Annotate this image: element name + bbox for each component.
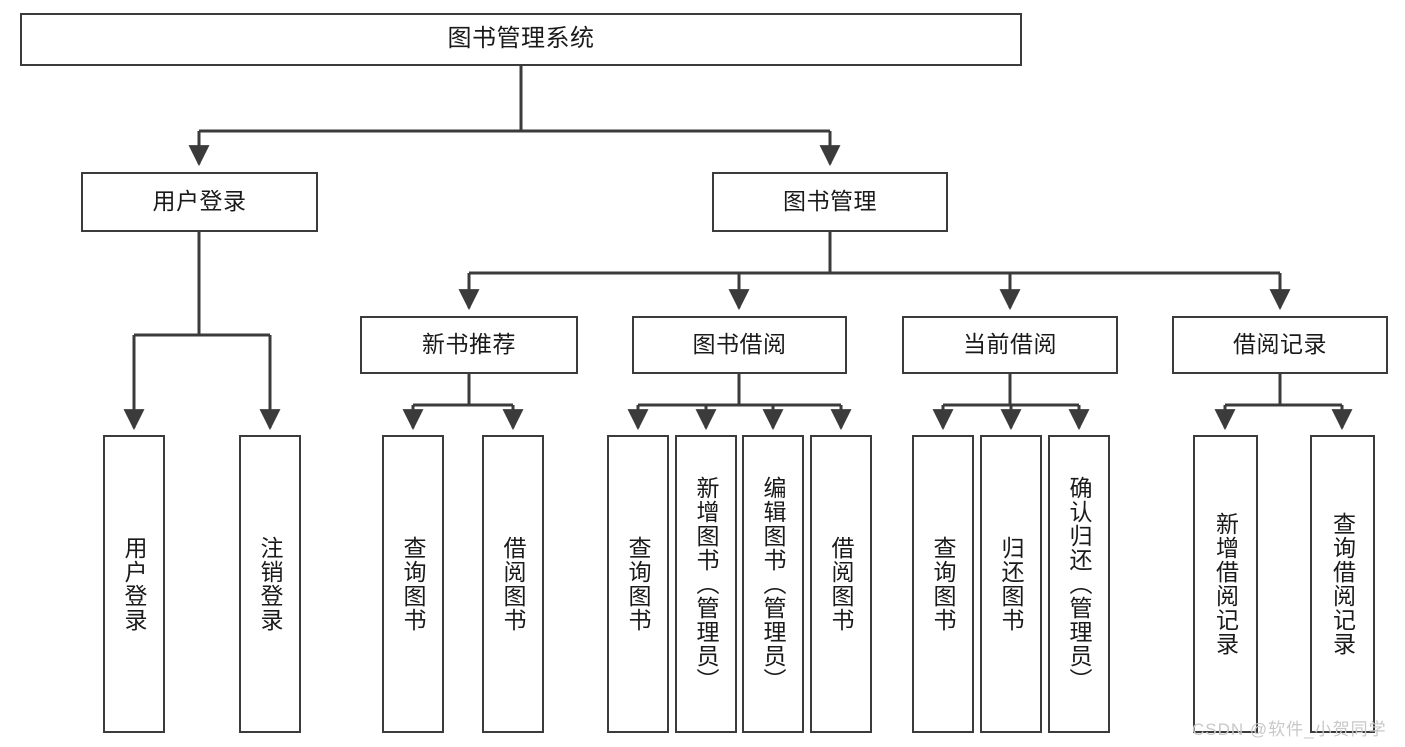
node-user-login[interactable]: 用户登录 [81, 172, 318, 232]
node-label: 归还图书 [998, 536, 1025, 632]
node-label: 用户登录 [121, 536, 148, 632]
node-label: 新书推荐 [422, 331, 516, 358]
node-label: 查询图书 [930, 536, 957, 632]
node-new-book-recommend[interactable]: 新书推荐 [360, 316, 578, 374]
leaf-borrow-query-book[interactable]: 查询图书 [607, 435, 669, 733]
leaf-user-login-login[interactable]: 用户登录 [103, 435, 165, 733]
node-root-system[interactable]: 图书管理系统 [20, 13, 1022, 66]
node-label: 新增图书（管理员） [693, 476, 720, 692]
leaf-current-query-book[interactable]: 查询图书 [912, 435, 974, 733]
leaf-current-return-book[interactable]: 归还图书 [980, 435, 1042, 733]
node-book-management[interactable]: 图书管理 [712, 172, 948, 232]
node-label: 图书管理系统 [447, 25, 595, 53]
node-borrow-record[interactable]: 借阅记录 [1172, 316, 1388, 374]
node-label: 查询图书 [625, 536, 652, 632]
leaf-borrow-borrow-book[interactable]: 借阅图书 [810, 435, 872, 733]
node-label: 确认归还（管理员） [1066, 476, 1093, 692]
leaf-borrow-edit-book-admin[interactable]: 编辑图书（管理员） [742, 435, 804, 733]
leaf-current-confirm-return-admin[interactable]: 确认归还（管理员） [1048, 435, 1110, 733]
node-label: 查询借阅记录 [1329, 512, 1356, 656]
node-current-borrow[interactable]: 当前借阅 [902, 316, 1118, 374]
leaf-record-query-record[interactable]: 查询借阅记录 [1310, 435, 1375, 733]
node-label: 注销登录 [257, 536, 284, 632]
node-book-borrow[interactable]: 图书借阅 [632, 316, 847, 374]
node-label: 借阅图书 [500, 536, 527, 632]
node-label: 图书管理 [783, 188, 877, 215]
leaf-borrow-add-book-admin[interactable]: 新增图书（管理员） [675, 435, 737, 733]
node-label: 新增借阅记录 [1212, 512, 1239, 656]
node-label: 编辑图书（管理员） [760, 476, 787, 692]
node-label: 用户登录 [152, 188, 247, 215]
csdn-watermark: CSDN @软件_小贺同学 [1192, 720, 1387, 739]
node-label: 借阅图书 [828, 536, 855, 632]
node-label: 当前借阅 [963, 331, 1057, 358]
node-label: 图书借阅 [692, 331, 787, 358]
leaf-record-add-record[interactable]: 新增借阅记录 [1193, 435, 1258, 733]
leaf-new-book-query[interactable]: 查询图书 [382, 435, 444, 733]
leaf-new-book-borrow[interactable]: 借阅图书 [482, 435, 544, 733]
node-label: 查询图书 [400, 536, 427, 632]
leaf-user-login-logout[interactable]: 注销登录 [239, 435, 301, 733]
node-label: 借阅记录 [1233, 331, 1327, 358]
